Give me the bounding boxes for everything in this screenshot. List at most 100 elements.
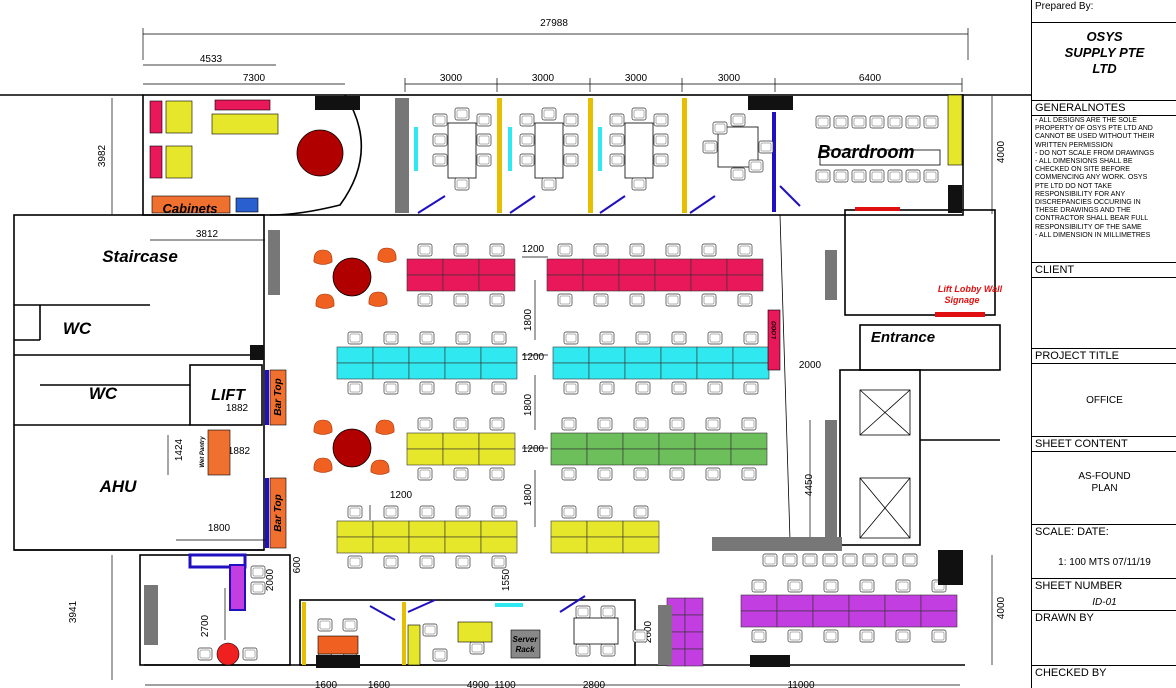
column [938, 550, 963, 585]
chair [489, 467, 505, 481]
desk [654, 274, 692, 292]
dim-room2: 3000 [532, 73, 555, 84]
dimension-lines [111, 28, 993, 686]
partition [497, 98, 502, 213]
label-server-1: Server [513, 635, 539, 644]
desk [442, 274, 480, 292]
desk [480, 362, 518, 380]
desk [684, 631, 704, 650]
label-bar-top-1: Bar Top [273, 378, 284, 415]
chair [563, 153, 579, 167]
yellow-bench [211, 113, 279, 135]
sheet-content-2: PLAN [1091, 483, 1118, 494]
chair [491, 555, 507, 569]
chair [476, 153, 492, 167]
label-wet-pantry: Wet Pantry [200, 436, 206, 468]
chair [419, 505, 435, 519]
dim-board: 6400 [859, 73, 882, 84]
chair [802, 553, 818, 567]
chair [923, 169, 939, 183]
chair [653, 153, 669, 167]
beanbag [375, 419, 395, 435]
chair [741, 467, 757, 481]
chair [469, 641, 485, 655]
chair [197, 647, 213, 661]
blue-cabinet [235, 197, 259, 213]
desk [622, 536, 660, 554]
chair [454, 177, 470, 191]
desk [740, 610, 778, 628]
desk [726, 258, 764, 276]
chair [250, 581, 266, 595]
chair [455, 381, 471, 395]
desk [546, 274, 584, 292]
desk [336, 346, 374, 364]
desk [480, 346, 518, 364]
label-wc-1: WC [63, 319, 92, 338]
dim-7300: 7300 [243, 73, 266, 84]
label-lift-lobby-2: Signage [944, 295, 979, 305]
chair [905, 169, 921, 183]
note-line: WRITTEN PERMISSION [1035, 141, 1113, 149]
note-line: CHECKED ON SITE BEFORE [1035, 166, 1130, 174]
desk [732, 362, 770, 380]
wet-pantry-counter [207, 429, 231, 476]
dim-b1600a: 1600 [315, 680, 338, 688]
desk [478, 274, 516, 292]
chair [707, 381, 723, 395]
desk [588, 362, 626, 380]
chair [851, 169, 867, 183]
chair [561, 505, 577, 519]
desk [658, 448, 696, 466]
chair [599, 331, 615, 345]
chair [455, 505, 471, 519]
yellow-desk [165, 100, 193, 134]
dimension-labels: 27988 4533 7300 3000 3000 3000 3000 6400… [68, 18, 1007, 688]
chair [561, 467, 577, 481]
desk [730, 432, 768, 450]
partition [682, 98, 687, 213]
desk [550, 432, 588, 450]
chair [751, 579, 767, 593]
chair [633, 417, 649, 431]
chair [862, 553, 878, 567]
chair [347, 381, 363, 395]
cabinets-block [151, 195, 231, 214]
dim-a1800: 1800 [523, 308, 534, 331]
chair [593, 243, 609, 257]
dim-4533: 4533 [200, 54, 223, 65]
desk [372, 520, 410, 538]
dim-b1600b: 1600 [368, 680, 391, 688]
dim-4450: 4450 [804, 473, 815, 496]
chair [887, 115, 903, 129]
desk [776, 610, 814, 628]
boardroom-table [819, 149, 941, 166]
desk [480, 536, 518, 554]
desk [658, 432, 696, 450]
firm-section: OSYS SUPPLY PTE LTD [1032, 22, 1176, 100]
desk [550, 520, 588, 538]
note-line: - ALL DESIGNS ARE THE SOLE [1035, 117, 1137, 124]
dim-room1: 3000 [440, 73, 463, 84]
note-line: - ALL DIMENSIONS SHALL BE [1035, 158, 1133, 166]
desk [582, 274, 620, 292]
chair [851, 115, 867, 129]
label-lift: LIFT [211, 387, 246, 404]
column [250, 345, 264, 360]
chair [563, 381, 579, 395]
desk [586, 520, 624, 538]
desk [442, 448, 480, 466]
chair [419, 555, 435, 569]
desk [732, 346, 770, 364]
chair [419, 331, 435, 345]
prepared-by-label: Prepared By: [1035, 1, 1094, 12]
desk [618, 274, 656, 292]
chair [743, 331, 759, 345]
chair [417, 467, 433, 481]
chair [417, 243, 433, 257]
chair [561, 417, 577, 431]
chair [597, 417, 613, 431]
chair [632, 629, 648, 643]
chair [600, 605, 616, 619]
desk [336, 536, 374, 554]
